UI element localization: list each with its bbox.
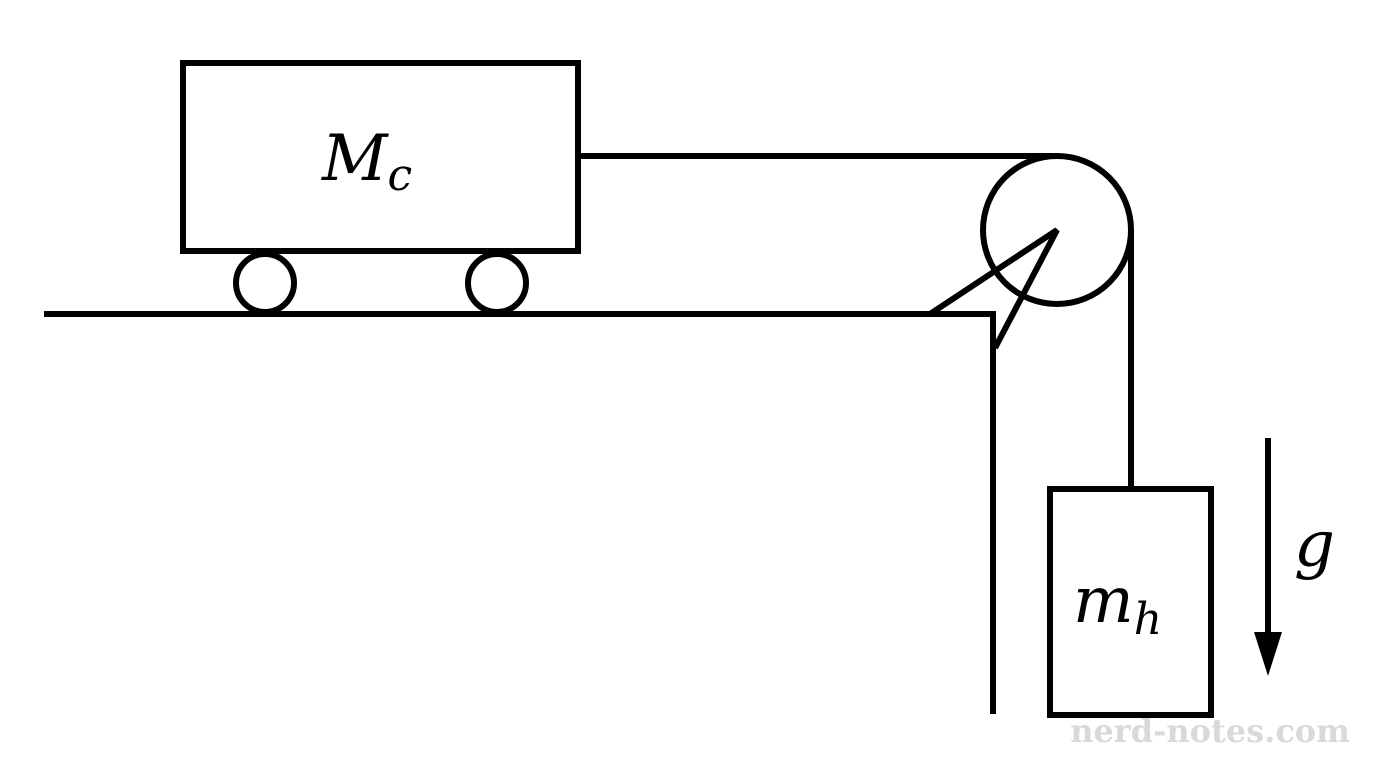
- cart-wheel-left: [233, 251, 297, 315]
- watermark: nerd-notes.com: [1070, 712, 1350, 750]
- hanging-mass-body: [1047, 486, 1214, 718]
- cart-mass-symbol: M: [321, 122, 389, 196]
- cart-mass-subscript: c: [388, 150, 413, 201]
- cart-mass-label: Mc: [321, 122, 412, 201]
- table-surface: [44, 311, 996, 714]
- hanging-mass-subscript: h: [1134, 594, 1162, 645]
- pulley-bracket: [928, 227, 1060, 350]
- hanging-mass-symbol: m: [1073, 564, 1134, 638]
- gravity-label: g: [1294, 508, 1335, 582]
- gravity-arrow-head: [1254, 632, 1282, 676]
- cart-wheel-right: [465, 251, 529, 315]
- hanging-mass-label: mh: [1073, 564, 1162, 645]
